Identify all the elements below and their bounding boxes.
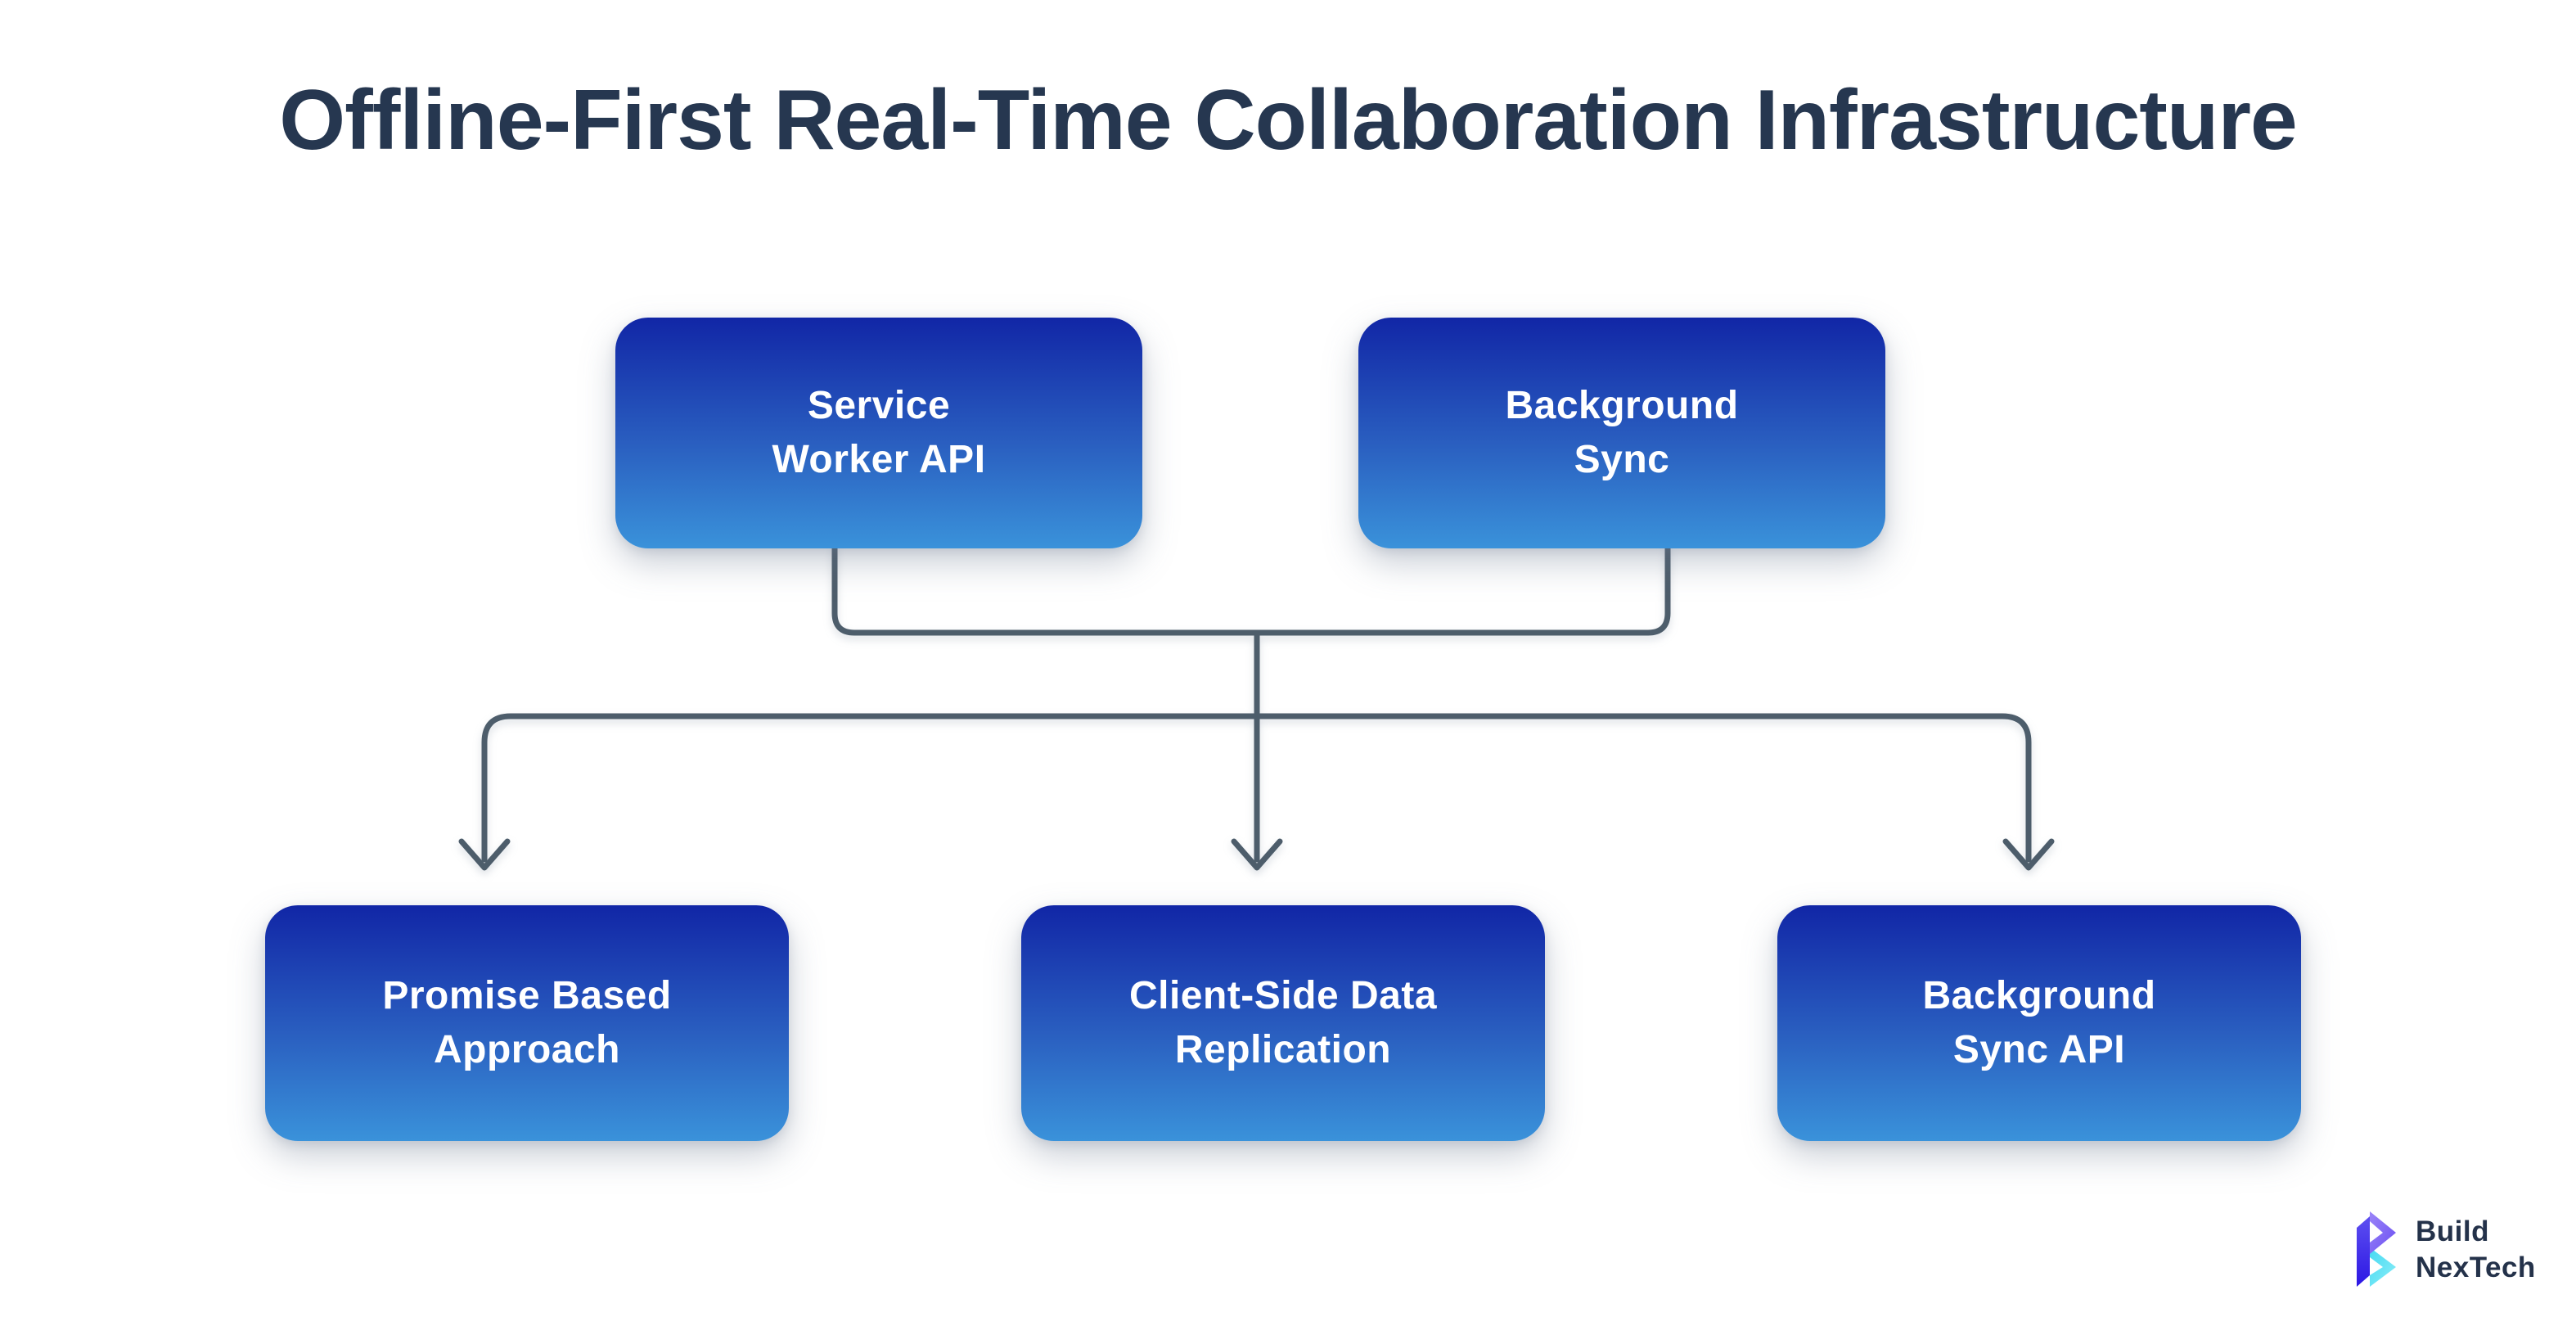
buildnextech-logo-icon (2357, 1211, 2396, 1287)
node-background-sync-api: Background Sync API (1777, 905, 2301, 1141)
connector-arrow-left (458, 838, 511, 871)
node-label-line: Background (1922, 974, 2156, 1017)
node-label-line: Sync (1574, 438, 1670, 481)
logo-text-line2: NexTech (2416, 1252, 2536, 1283)
logo: Build NexTech (2355, 1210, 2536, 1290)
node-label-line: Client-Side Data (1128, 974, 1438, 1017)
page-title: Offline-First Real-Time Collaboration In… (279, 73, 2298, 168)
node-label-line: Approach (433, 1028, 620, 1071)
node-label-line: Worker API (772, 438, 986, 481)
node-label-line: Background (1505, 384, 1739, 427)
connector-distribution-bar (481, 713, 2032, 863)
logo-text: Build NexTech (2416, 1214, 2536, 1286)
logo-text-line1: Build (2416, 1216, 2489, 1247)
node-service-worker-api: Service Worker API (615, 318, 1142, 548)
connector-arrow-center (1231, 838, 1283, 871)
node-label-line: Sync API (1952, 1028, 2126, 1071)
connector-arrow-right (2002, 838, 2055, 871)
node-label-line: Promise Based (382, 974, 672, 1017)
node-label-line: Replication (1174, 1028, 1392, 1071)
node-background-sync: Background Sync (1358, 318, 1885, 548)
node-label-line: Service (807, 384, 951, 427)
connector-merge-top (831, 543, 1671, 636)
node-promise-based-approach: Promise Based Approach (265, 905, 789, 1141)
node-client-side-data-replication: Client-Side Data Replication (1021, 905, 1545, 1141)
